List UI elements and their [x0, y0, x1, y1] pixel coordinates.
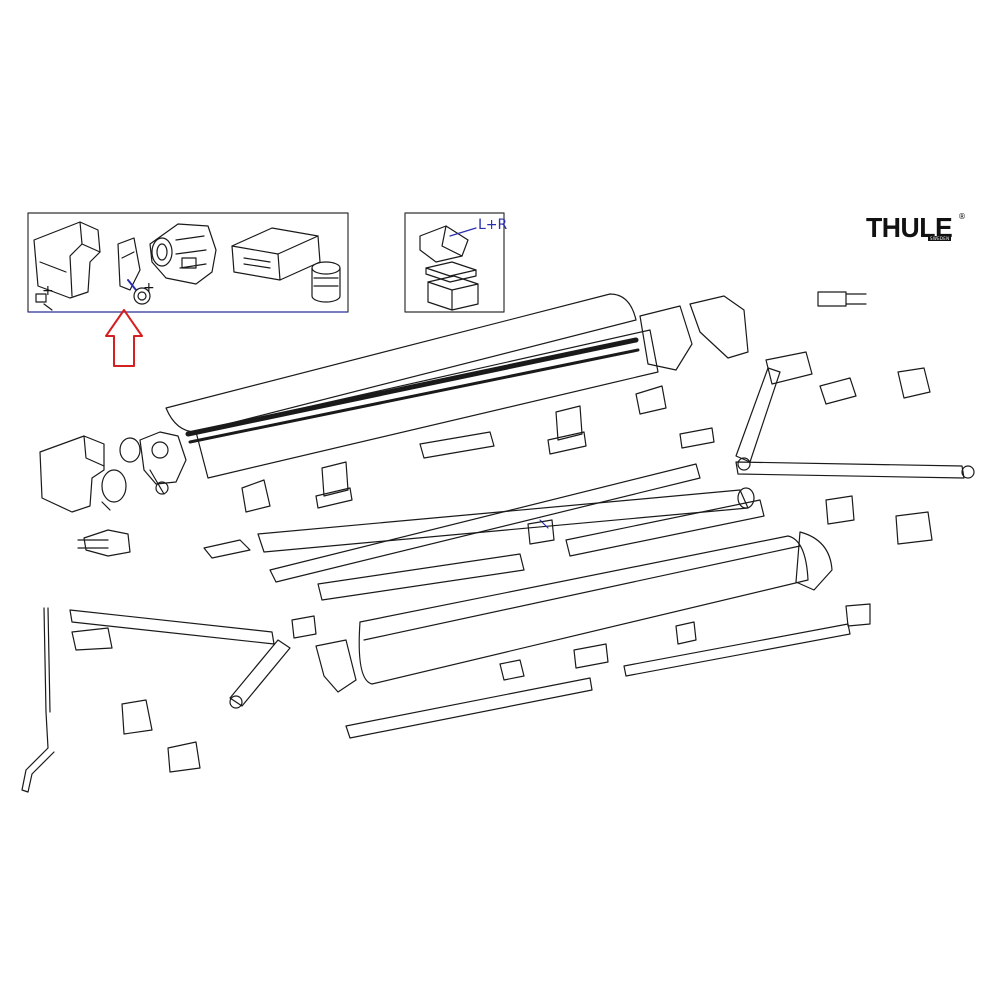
up-arrow-icon: [105, 309, 143, 367]
awning-top-cover: [165, 293, 659, 479]
screw-part: [35, 293, 53, 311]
cylinder-part: [311, 261, 341, 303]
side-label: L+R: [478, 217, 508, 233]
wall-clamp-left: [77, 529, 131, 557]
front-lead-rail: [317, 499, 833, 685]
brand-logo: THULE ® SWEDEN: [866, 212, 966, 246]
plus-mark-2: +: [143, 280, 155, 296]
left-end-cap-assembly: [39, 431, 187, 513]
brand-subtext: SWEDEN: [928, 236, 952, 241]
right-support-arm: [735, 351, 975, 479]
roller-tube: [203, 463, 755, 583]
control-box-part: [231, 227, 321, 281]
center-brackets: [241, 385, 715, 545]
detail-box-end-plugs: [404, 212, 505, 313]
bracket-part: [117, 237, 141, 291]
hand-crank: [21, 607, 55, 793]
plus-mark-1: +: [42, 283, 54, 299]
right-small-parts: [817, 291, 933, 545]
lower-rail-right: [623, 603, 871, 677]
registered-mark: ®: [958, 212, 966, 221]
motor-part: [149, 223, 217, 285]
detail-box-motor-parts: [27, 212, 349, 313]
bushing-part: [133, 287, 151, 305]
lower-end-cap: [315, 639, 357, 693]
end-cap-housing-part: [33, 221, 101, 299]
right-end-cap: [639, 295, 749, 371]
left-support-arm: [69, 609, 317, 709]
lower-rail-left: [345, 643, 609, 739]
left-small-parts: [121, 699, 201, 773]
